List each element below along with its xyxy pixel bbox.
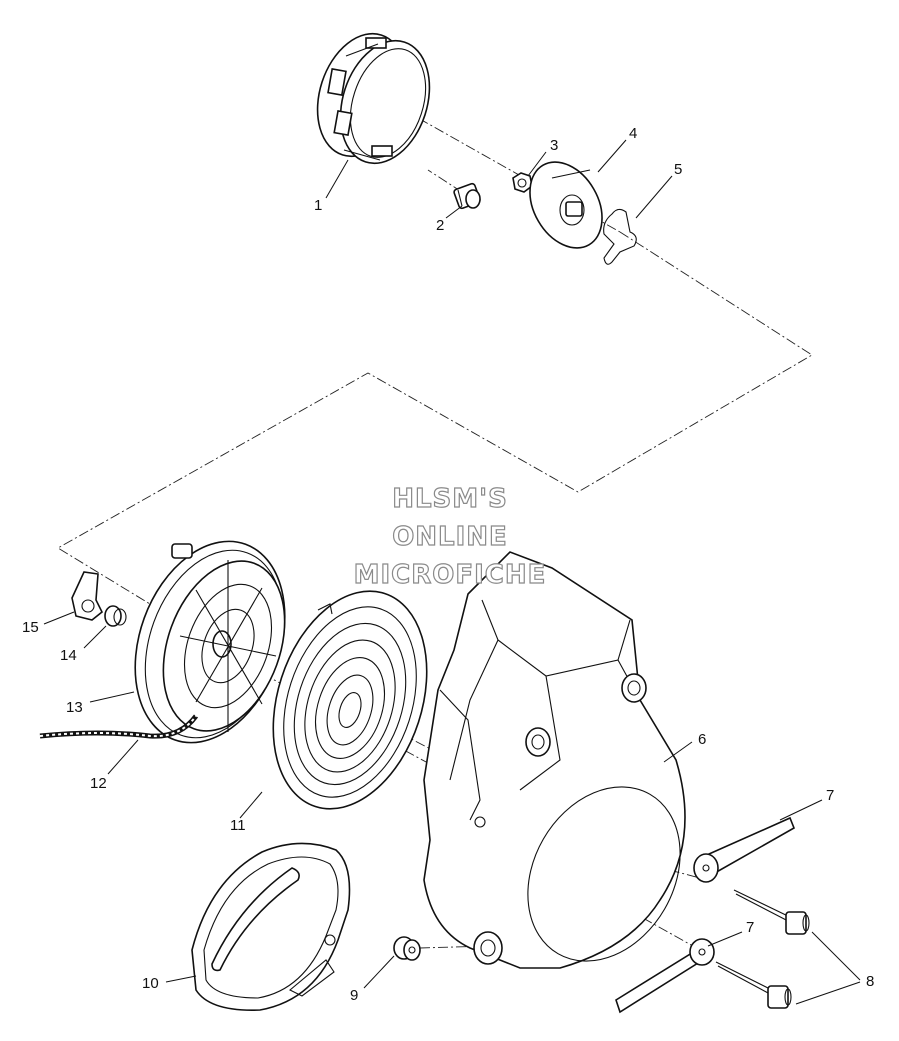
housing-bolt-part bbox=[715, 961, 792, 1009]
callout-7-lower: 7 bbox=[746, 919, 754, 936]
watermark-line-2: ONLINE bbox=[392, 522, 508, 552]
starter-cup-part bbox=[316, 32, 431, 165]
housing-bolt-part bbox=[733, 889, 810, 935]
ratchet-plate-part bbox=[529, 161, 603, 249]
collar-part bbox=[393, 936, 421, 961]
callout-5: 5 bbox=[674, 161, 682, 178]
callout-15: 15 bbox=[22, 619, 39, 636]
callout-3: 3 bbox=[550, 137, 558, 154]
callout-2: 2 bbox=[436, 217, 444, 234]
callout-7-upper: 7 bbox=[826, 787, 834, 804]
callout-4: 4 bbox=[629, 125, 637, 142]
callout-8: 8 bbox=[866, 973, 874, 990]
callout-9: 9 bbox=[350, 987, 358, 1004]
pawl-spring-part bbox=[104, 605, 127, 627]
starter-handle-part bbox=[191, 842, 351, 1011]
watermark-line-3: MICROFICHE bbox=[354, 560, 547, 590]
recoil-spring-part bbox=[272, 590, 428, 810]
spring-clip-part bbox=[603, 208, 637, 265]
nut-part bbox=[512, 172, 533, 193]
starter-rope-part bbox=[39, 714, 199, 739]
watermark-line-1: HLSM'S bbox=[392, 484, 508, 514]
pawl-part bbox=[71, 571, 104, 621]
rope-pulley-part bbox=[134, 540, 286, 744]
spacer-part bbox=[693, 816, 796, 883]
callout-12: 12 bbox=[90, 775, 107, 792]
starter-housing-part bbox=[423, 551, 686, 969]
callout-labels: 1 2 3 4 5 6 7 7 8 9 10 11 12 13 14 15 bbox=[22, 125, 874, 1004]
callout-11: 11 bbox=[230, 817, 246, 834]
callout-14: 14 bbox=[60, 647, 77, 664]
callout-6: 6 bbox=[698, 731, 706, 748]
callout-1: 1 bbox=[314, 197, 322, 214]
callout-10: 10 bbox=[142, 975, 159, 992]
spacer-part bbox=[615, 938, 715, 1014]
leader-lines bbox=[43, 139, 861, 1005]
watermark: HLSM'S ONLINE MICROFICHE bbox=[353, 483, 547, 590]
flange-bolt-part bbox=[453, 182, 481, 210]
callout-13: 13 bbox=[66, 699, 83, 716]
